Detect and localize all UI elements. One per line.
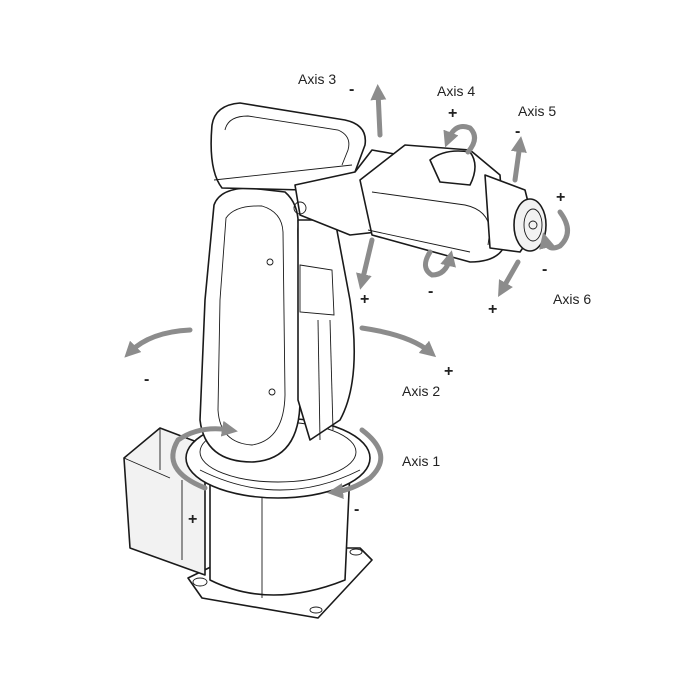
axis-3-minus: -	[349, 81, 355, 98]
axis-6-arrow	[539, 209, 570, 251]
axis-1-minus: -	[354, 501, 360, 518]
axis-1-plus: +	[188, 511, 198, 528]
axis-4-minus: -	[428, 283, 434, 300]
axis-5-minus: -	[515, 123, 521, 140]
axis-2-arrow	[124, 325, 437, 358]
axis-4-arrow	[423, 124, 477, 278]
axis-3-plus: +	[360, 291, 370, 308]
axis-1-label: Axis 1	[402, 453, 441, 469]
axis-6-plus: +	[556, 189, 566, 206]
axis-4-plus: +	[448, 105, 458, 122]
axis-5-arrow	[498, 136, 527, 297]
axis-5-plus: +	[488, 301, 498, 318]
axis-4-label: Axis 4	[437, 83, 476, 99]
axis-6-label: Axis 6	[553, 291, 592, 307]
axis-2-minus: -	[144, 371, 150, 388]
axis-5-label: Axis 5	[518, 103, 557, 119]
axis-6-minus: -	[542, 261, 548, 278]
robot-forearm	[359, 144, 547, 263]
axis-1-arrow	[170, 420, 384, 500]
robot-lower-arm	[199, 187, 356, 463]
axis-3-arrow	[356, 84, 387, 290]
axis-2-plus: +	[444, 363, 454, 380]
axis-3-label: Axis 3	[298, 71, 337, 87]
axis-2-label: Axis 2	[402, 383, 441, 399]
